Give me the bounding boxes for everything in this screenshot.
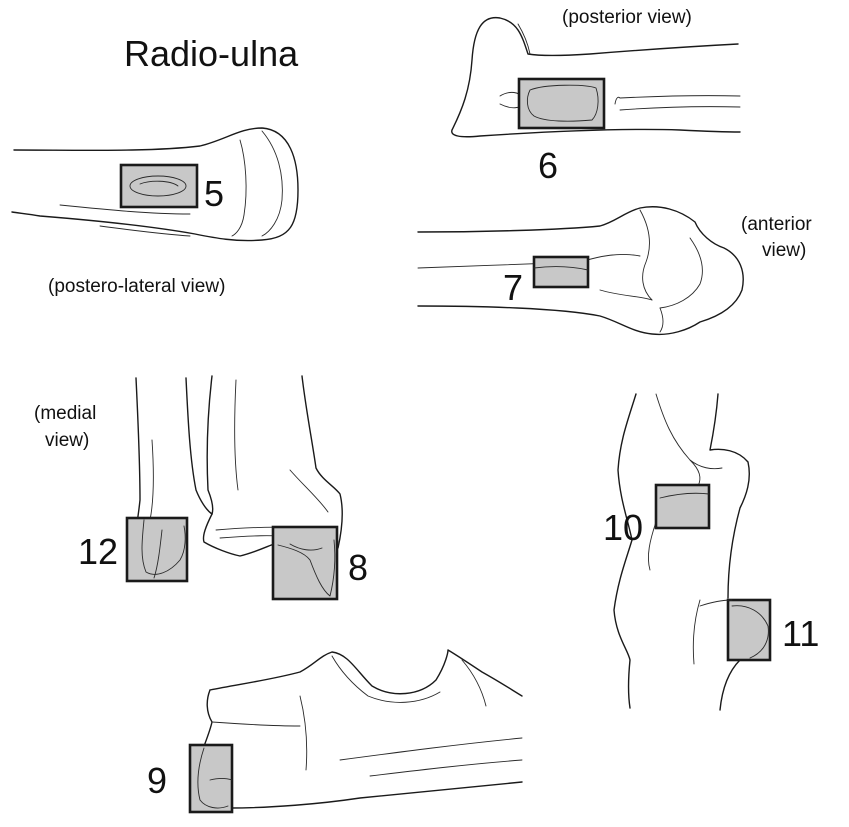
medial-view-label-line1: (medial xyxy=(34,403,96,424)
sample-detail-7 xyxy=(533,266,589,271)
marker-8: 8 xyxy=(348,547,368,588)
sample-detail-5 xyxy=(139,180,179,187)
marker-9: 9 xyxy=(147,760,167,801)
marker-5: 5 xyxy=(204,173,224,214)
bone-olecranon xyxy=(195,649,523,809)
sample-detail-11 xyxy=(699,599,733,607)
sample-outline-5 xyxy=(129,175,187,197)
anterior-view-label-line2: view) xyxy=(762,240,806,261)
marker-11: 11 xyxy=(782,613,819,654)
marker-10: 10 xyxy=(603,507,643,548)
sample-outline-6 xyxy=(526,84,599,122)
bone-vertical xyxy=(613,393,750,711)
sample-outline-9 xyxy=(197,747,229,809)
bone-postero-lateral xyxy=(11,127,299,242)
sample-box-11 xyxy=(726,598,772,662)
sample-detail-8 xyxy=(289,543,323,551)
sample-detail-12 xyxy=(153,529,163,579)
marker-6: 6 xyxy=(538,145,558,186)
sample-box-10 xyxy=(654,483,711,530)
sample-box-7 xyxy=(532,255,590,289)
sample-outline-8 xyxy=(277,539,336,597)
sample-outline-12 xyxy=(141,519,186,575)
sample-detail-10 xyxy=(659,492,710,499)
postero-lateral-view-label: (postero-lateral view) xyxy=(48,276,225,297)
medial-view-label-line2: view) xyxy=(45,430,89,451)
marker-7: 7 xyxy=(503,267,523,308)
marker-12: 12 xyxy=(78,531,118,572)
sample-box-8 xyxy=(271,525,339,601)
sample-detail-9 xyxy=(209,778,233,781)
posterior-view-label: (posterior view) xyxy=(562,7,692,28)
sample-outline-11 xyxy=(731,605,769,659)
sample-box-12 xyxy=(125,516,189,583)
sample-box-5 xyxy=(119,163,199,209)
figure-title: Radio-ulna xyxy=(124,33,299,74)
anterior-view-label-line1: (anterior xyxy=(741,214,812,235)
